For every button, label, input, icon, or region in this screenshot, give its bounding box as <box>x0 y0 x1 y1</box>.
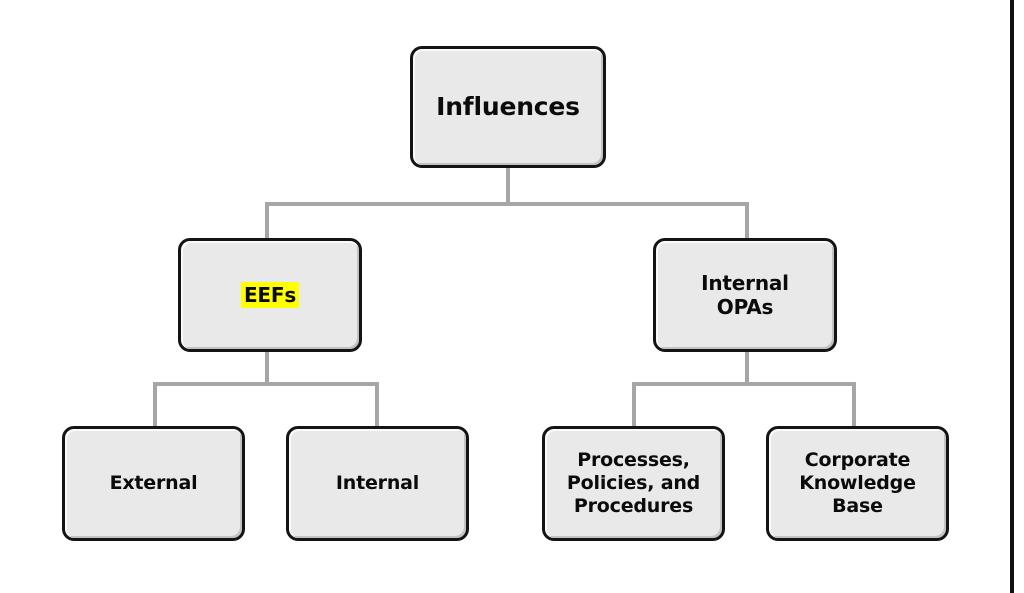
node-eefs-label: EEFs <box>240 281 300 309</box>
node-external-label: External <box>109 471 198 494</box>
node-processes-policies-procedures[interactable]: Processes, Policies, and Procedures <box>542 426 725 541</box>
connector-internal-opas-to-processes <box>632 382 636 426</box>
node-internal[interactable]: Internal <box>286 426 469 541</box>
connector-eefs-to-external <box>153 382 157 426</box>
right-edge-rule <box>1010 0 1014 593</box>
node-internal-opas-label: Internal OPAs <box>701 270 789 319</box>
connector-influences-bus <box>265 202 749 206</box>
node-corporate-knowledge-base-label: Corporate Knowledge Base <box>799 448 916 518</box>
connector-internal-opas-to-corporate <box>852 382 856 426</box>
connector-internal-opas-bus <box>632 382 856 386</box>
node-influences[interactable]: Influences <box>410 46 606 168</box>
connector-eefs-to-internal <box>375 382 379 426</box>
node-eefs[interactable]: EEFs <box>178 238 362 352</box>
node-corporate-knowledge-base[interactable]: Corporate Knowledge Base <box>766 426 949 541</box>
node-external[interactable]: External <box>62 426 245 541</box>
node-internal-label: Internal <box>335 471 420 494</box>
connector-eefs-stem <box>265 350 269 384</box>
connector-influences-stem <box>506 167 510 204</box>
node-internal-opas[interactable]: Internal OPAs <box>653 238 837 352</box>
connector-eefs-bus <box>153 382 379 386</box>
node-processes-policies-procedures-label: Processes, Policies, and Procedures <box>566 448 701 518</box>
node-influences-label: Influences <box>436 91 580 121</box>
connector-influences-to-eefs <box>265 202 269 242</box>
connector-influences-to-internal-opas <box>745 202 749 242</box>
connector-internal-opas-stem <box>745 350 749 384</box>
